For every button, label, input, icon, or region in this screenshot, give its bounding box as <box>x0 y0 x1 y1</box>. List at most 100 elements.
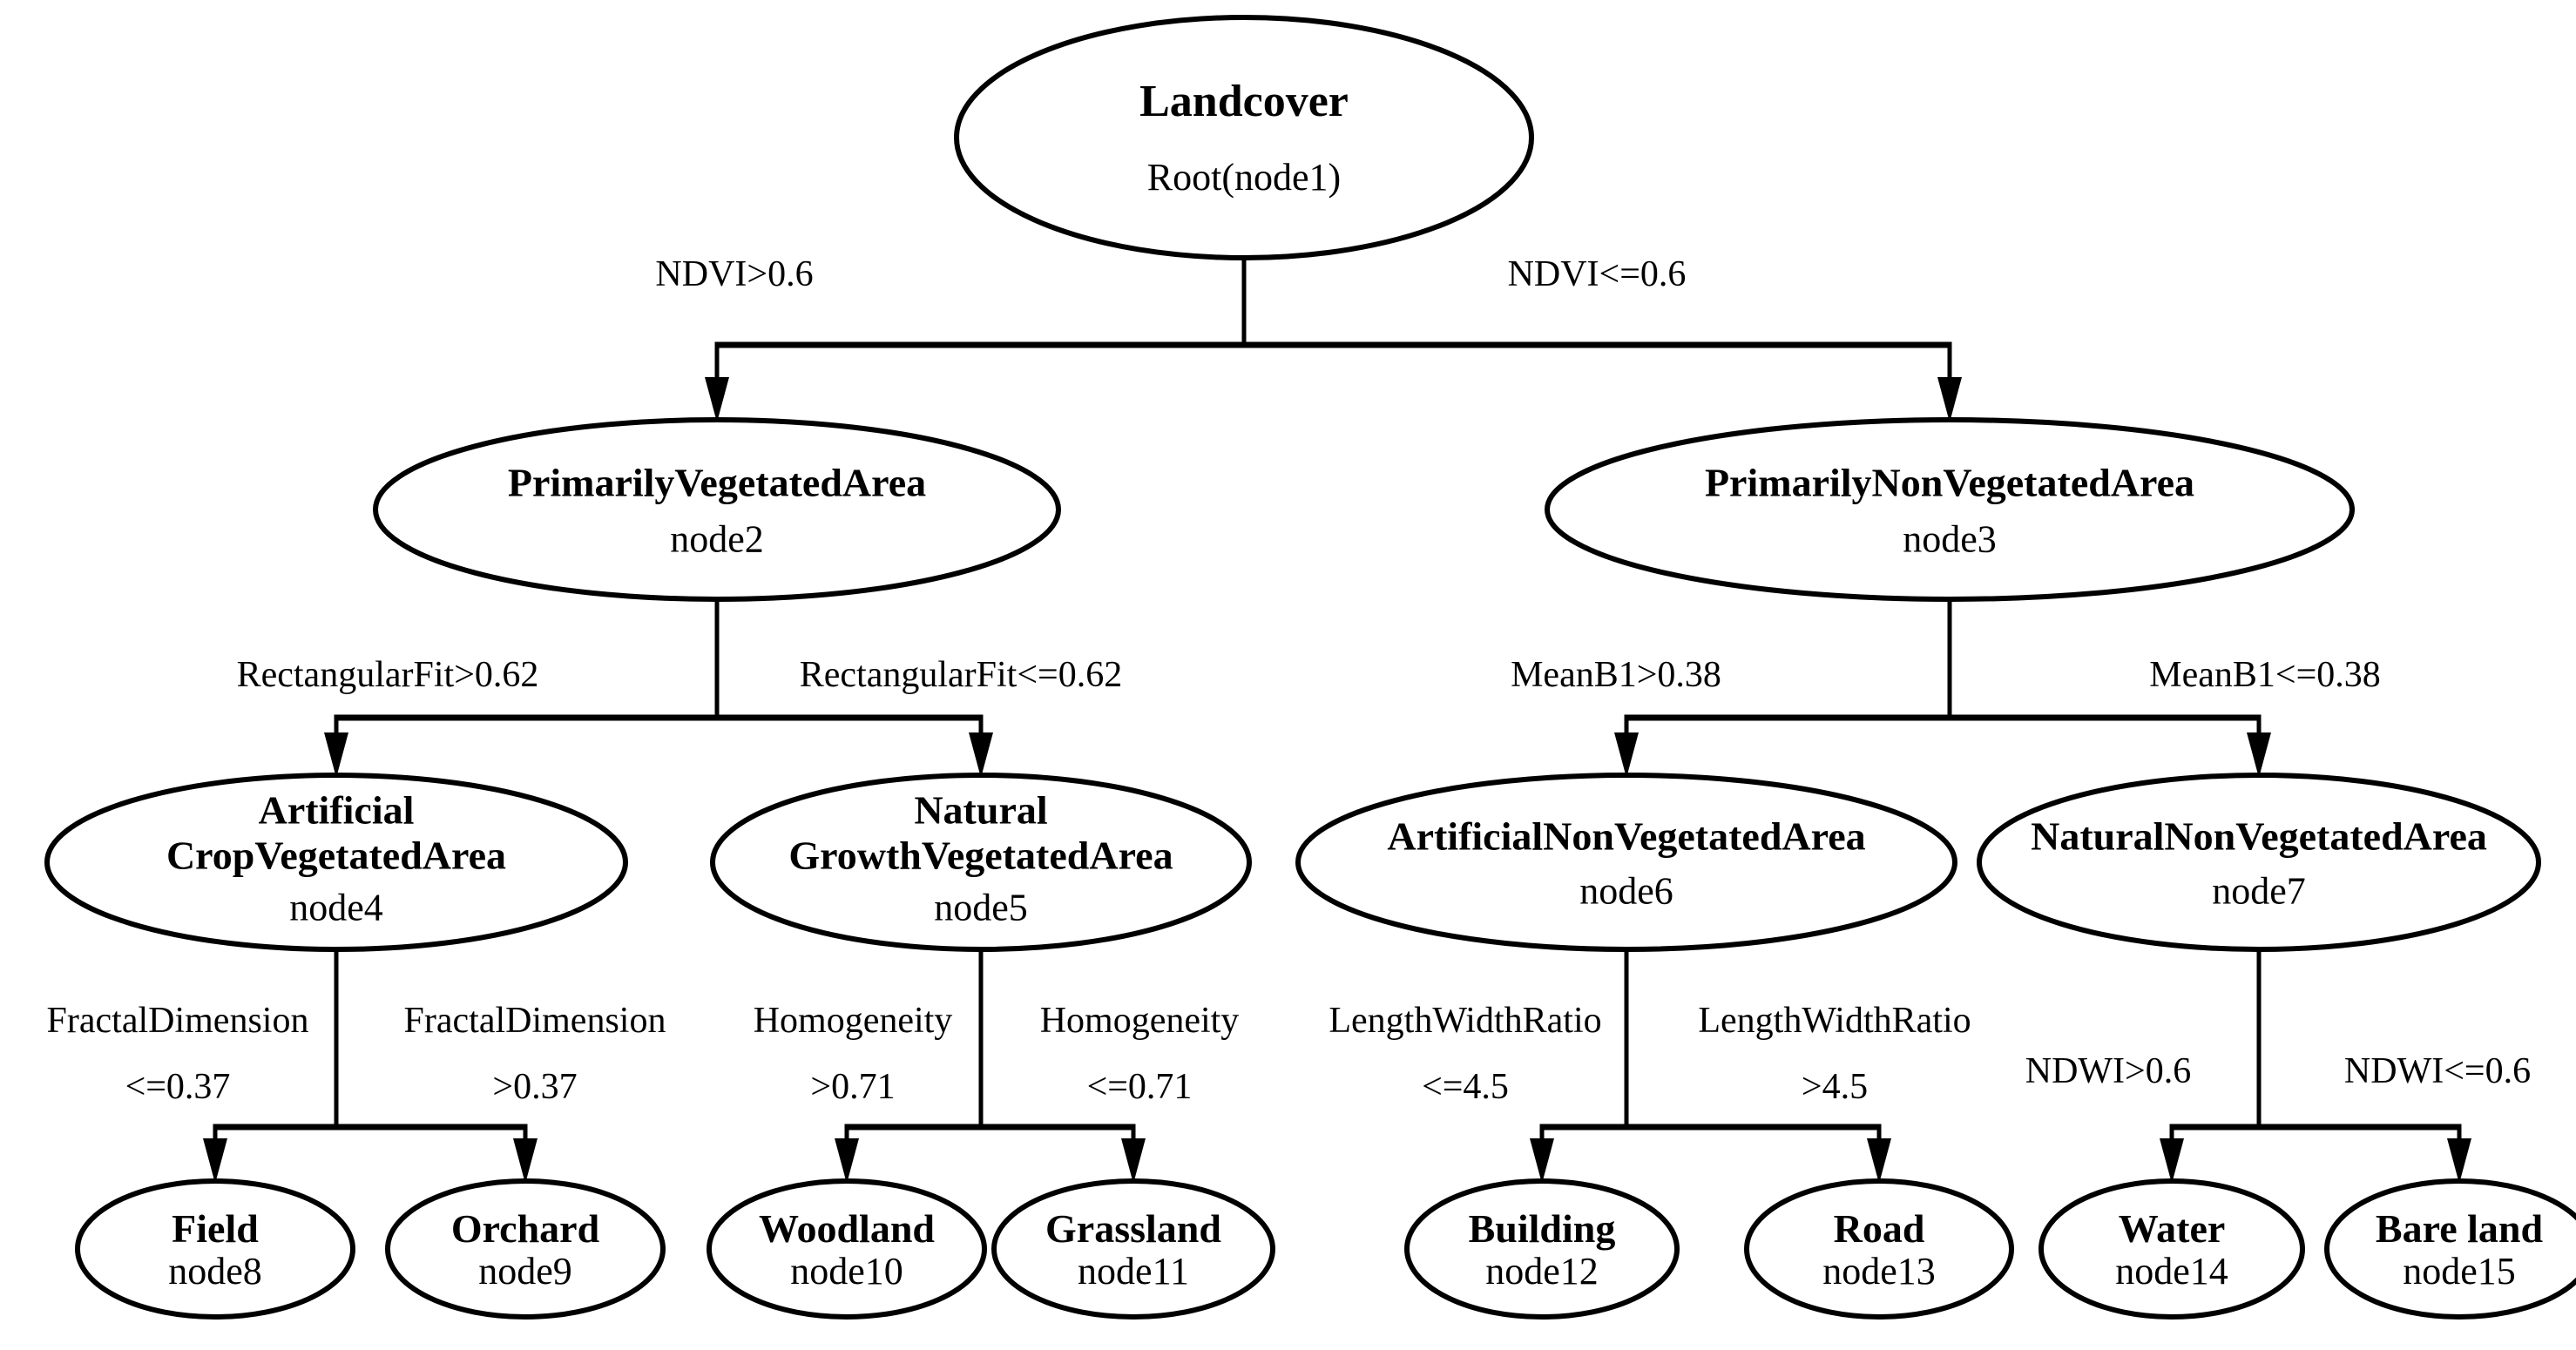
edge-label-6-1-line0: NDWI<=0.6 <box>2344 1051 2531 1091</box>
node-ellipse <box>1744 1178 2014 1320</box>
node-subtitle-node3: node3 <box>1903 517 1997 560</box>
edge-label-5-1-line1: >4.5 <box>1802 1067 1868 1107</box>
edge-label-4-0-line1: >0.71 <box>810 1067 895 1107</box>
arrowhead-icon <box>2447 1138 2471 1184</box>
node-title-node3: PrimarilyNonVegetatedArea <box>1705 461 2194 505</box>
node-ellipse <box>44 773 628 952</box>
edge-label-1-0-line0: RectangularFit>0.62 <box>237 655 539 695</box>
node-ellipse <box>710 773 1252 952</box>
arrowhead-icon <box>1937 377 1962 422</box>
tree-edge-node2: RectangularFit>0.62 RectangularFit<=0.62 <box>237 597 1122 778</box>
edge-label-5-1-line0: LengthWidthRatio <box>1698 1001 1971 1041</box>
node-ellipse <box>373 417 1061 602</box>
node-subtitle-node15: node15 <box>2403 1250 2516 1293</box>
arrowhead-icon <box>1867 1138 1891 1184</box>
node-ellipse <box>954 15 1534 260</box>
arrowhead-icon <box>1121 1138 1146 1184</box>
edge-label-2-0-line0: MeanB1>0.38 <box>1511 655 1721 695</box>
node-ellipse <box>1545 417 2355 602</box>
edge-label-4-1-line1: <=0.71 <box>1087 1067 1193 1107</box>
arrowhead-icon <box>203 1138 227 1184</box>
node-title-node12: Building <box>1469 1206 1616 1251</box>
node-subtitle-node7: node7 <box>2212 870 2306 913</box>
edge-label-3-1-line1: >0.37 <box>492 1067 577 1107</box>
arrowhead-icon <box>969 732 993 778</box>
node-subtitle-node9: node9 <box>478 1250 572 1293</box>
node-ellipse <box>1977 773 2541 952</box>
tree-node-node7: NaturalNonVegetatedArea node7 <box>1977 773 2541 952</box>
arrowhead-icon <box>1614 732 1639 778</box>
edge-label-4-0-line0: Homogeneity <box>754 1001 953 1041</box>
arrowhead-icon <box>1530 1138 1554 1184</box>
node-ellipse <box>2324 1178 2576 1320</box>
edge-label-3-0-line1: <=0.37 <box>125 1067 231 1107</box>
node-title-node5: GrowthVegetatedArea <box>788 834 1173 878</box>
node-title-node10: Woodland <box>759 1206 935 1251</box>
edge-label-2-1-line0: MeanB1<=0.38 <box>2149 655 2381 695</box>
node-subtitle-node11: node11 <box>1078 1250 1189 1293</box>
node-ellipse <box>991 1178 1275 1320</box>
node-ellipse <box>707 1178 987 1320</box>
tree-edge-node3: MeanB1>0.38 MeanB1<=0.38 <box>1511 597 2381 778</box>
node-title-node5: Natural <box>914 788 1047 833</box>
tree-edge-node5: Homogeneity >0.71 Homogeneity <=0.71 <box>754 947 1240 1184</box>
node-ellipse <box>2038 1178 2305 1320</box>
node-title-node15: Bare land <box>2376 1206 2544 1251</box>
tree-node-node2: PrimarilyVegetatedArea node2 <box>373 417 1061 602</box>
arrowhead-icon <box>705 377 729 422</box>
node-ellipse <box>1404 1178 1680 1320</box>
node-title-node4: CropVegetatedArea <box>166 834 506 878</box>
arrowhead-icon <box>2247 732 2271 778</box>
tree-edge-node6: LengthWidthRatio <=4.5 LengthWidthRatio >4.… <box>1329 947 1971 1184</box>
arrowhead-icon <box>324 732 348 778</box>
tree-edge-node4: FractalDimension<=0.37FractalDimension>0… <box>47 947 666 1184</box>
edge-label-4-1-line0: Homogeneity <box>1040 1001 1240 1041</box>
edge-label-0-1-line0: NDVI<=0.6 <box>1508 254 1687 294</box>
edge-label-0-0-line0: NDVI>0.6 <box>655 254 813 294</box>
node-subtitle-node13: node13 <box>1822 1250 1936 1293</box>
node-title-node4: Artificial <box>259 788 415 833</box>
node-subtitle-node2: node2 <box>670 517 764 560</box>
edge-label-1-1-line0: RectangularFit<=0.62 <box>800 655 1122 695</box>
node-subtitle-node14: node14 <box>2115 1250 2228 1293</box>
arrowhead-icon <box>835 1138 859 1184</box>
node-title-node8: Field <box>172 1206 259 1251</box>
node-title-node7: NaturalNonVegetatedArea <box>2031 814 2487 859</box>
node-title-node11: Grassland <box>1045 1206 1221 1251</box>
node-title-node6: ArtificialNonVegetatedArea <box>1387 814 1865 859</box>
arrowhead-icon <box>513 1138 538 1184</box>
node-subtitle-node4: node4 <box>289 887 383 929</box>
node-ellipse <box>75 1178 355 1320</box>
node-title-node13: Road <box>1834 1206 1925 1251</box>
edge-label-3-0-line0: FractalDimension <box>47 1001 309 1041</box>
node-subtitle-node10: node10 <box>790 1250 903 1293</box>
edge-label-5-0-line0: LengthWidthRatio <box>1329 1001 1601 1041</box>
node-subtitle-node5: node5 <box>934 887 1028 929</box>
edge-label-5-0-line1: <=4.5 <box>1422 1067 1509 1107</box>
node-subtitle-node1: Root(node1) <box>1147 156 1341 199</box>
node-ellipse <box>1295 773 1957 952</box>
tree-node-node3: PrimarilyNonVegetatedArea node3 <box>1545 417 2355 602</box>
node-title-node1: Landcover <box>1139 77 1349 126</box>
node-title-node2: PrimarilyVegetatedArea <box>508 461 926 505</box>
node-subtitle-node12: node12 <box>1485 1250 1599 1293</box>
tree-edge-node1: NDVI>0.6 NDVI<=0.6 <box>655 254 1962 422</box>
node-ellipse <box>385 1178 666 1320</box>
node-subtitle-node8: node8 <box>168 1250 262 1293</box>
node-title-node9: Orchard <box>451 1206 600 1251</box>
node-title-node14: Water <box>2119 1206 2226 1251</box>
node-subtitle-node6: node6 <box>1579 870 1673 913</box>
